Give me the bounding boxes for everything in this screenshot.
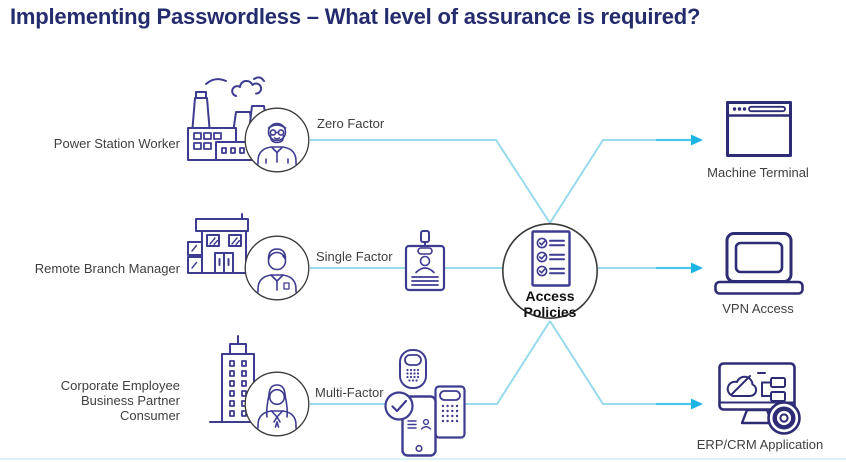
page-title: Implementing Passwordless – What level o… bbox=[10, 4, 701, 29]
checklist-icon bbox=[531, 230, 571, 287]
access-policies-label: Access Policies bbox=[523, 288, 577, 320]
male-worker-avatar bbox=[244, 107, 310, 173]
target-label-vpn-access: VPN Access bbox=[722, 301, 794, 316]
arrowhead-icon bbox=[691, 134, 703, 410]
hardware-token-icon bbox=[434, 385, 466, 441]
browser-window-icon bbox=[726, 101, 792, 157]
erp-monitor-icon bbox=[718, 362, 804, 438]
user-label-power-station-worker: Power Station Worker bbox=[53, 136, 180, 151]
id-badge-icon bbox=[402, 230, 448, 292]
factor-label-single: Single Factor bbox=[316, 249, 393, 264]
laptop-icon bbox=[714, 232, 804, 296]
female-employee-avatar bbox=[244, 371, 310, 437]
check-circle-icon bbox=[383, 390, 415, 422]
key-fob-icon bbox=[398, 349, 428, 389]
target-label-erp-crm: ERP/CRM Application bbox=[696, 437, 824, 452]
branch-office-icon bbox=[186, 213, 260, 280]
male-manager-avatar bbox=[244, 235, 310, 301]
target-label-machine-terminal: Machine Terminal bbox=[707, 165, 809, 180]
factor-label-multi: Multi-Factor bbox=[315, 385, 384, 400]
user-label-corporate: Corporate Employee Business Partner Cons… bbox=[60, 378, 180, 423]
slide-bottom-rule bbox=[0, 458, 846, 460]
factor-label-zero: Zero Factor bbox=[317, 116, 385, 131]
user-label-remote-branch-manager: Remote Branch Manager bbox=[34, 261, 180, 276]
